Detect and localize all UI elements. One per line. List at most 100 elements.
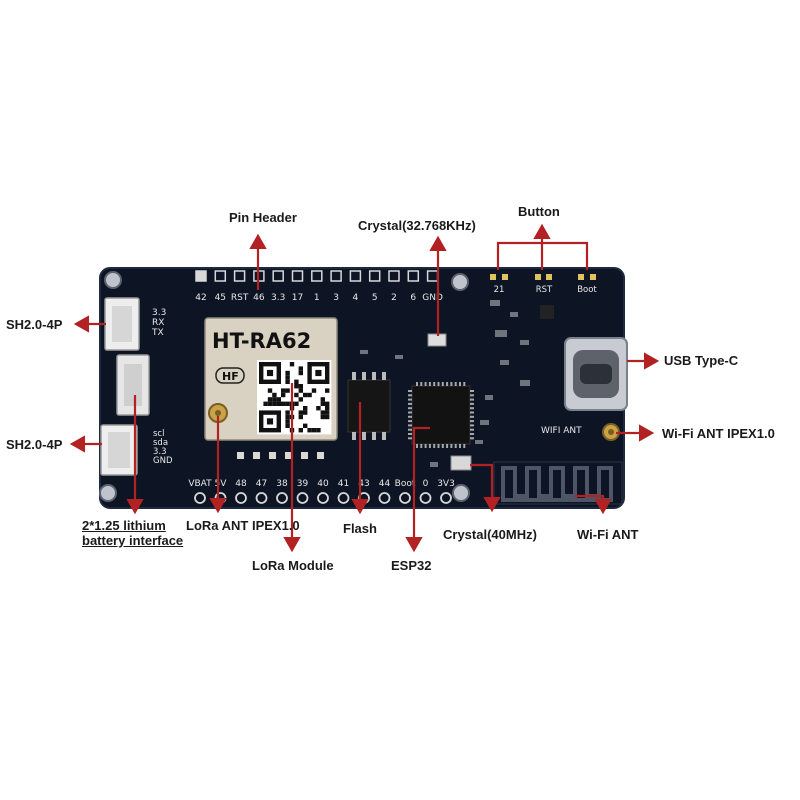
bottom-pin-label: Boot — [395, 479, 416, 489]
wifi-ant-silk: WIFI ANT — [541, 426, 582, 436]
arrow-wifi-ant — [575, 494, 612, 515]
mounting-hole — [104, 271, 122, 289]
mounting-hole — [99, 484, 117, 502]
bottom-pin-label: 5V — [215, 479, 228, 489]
i2c-label: GND — [153, 456, 173, 466]
arrow-crystal-40m — [470, 463, 501, 513]
top-pin-label: 1 — [314, 293, 320, 303]
bottom-pin-label: 47 — [256, 479, 267, 489]
top-pin-header — [195, 270, 439, 282]
bottom-pin-label: 3V3 — [437, 479, 455, 489]
pin-pad — [233, 270, 246, 282]
pin-pad — [378, 492, 391, 504]
i2c-label: scl — [153, 429, 164, 439]
callout-battery-line1: 2*1.25 lithium — [82, 518, 166, 533]
bottom-pin-label: 39 — [297, 479, 309, 489]
callout-usb-c: USB Type-C — [664, 353, 739, 368]
callout-sh-bottom: SH2.0-4P — [6, 437, 63, 452]
pin-pad — [419, 492, 432, 504]
top-pin-label: 4 — [353, 293, 359, 303]
callout-crystal-40m: Crystal(40MHz) — [443, 527, 537, 542]
top-pin-label: GND — [422, 293, 443, 303]
bottom-pin-label: 44 — [379, 479, 391, 489]
arrow-esp32 — [405, 426, 430, 553]
callout-button: Button — [518, 204, 560, 219]
top-pin-label: 2 — [391, 293, 397, 303]
top-pin-label: 17 — [292, 293, 303, 303]
button-pads — [490, 274, 596, 280]
module-badge-frame — [215, 367, 245, 384]
module-badge: HF — [222, 370, 239, 383]
pin-pad — [276, 492, 288, 504]
bottom-pin-label: 41 — [338, 479, 349, 489]
callout-lora-module: LoRa Module — [252, 558, 334, 573]
callout-flash: Flash — [343, 521, 377, 536]
callout-arrows — [69, 223, 660, 553]
callout-battery-line2: battery interface — [82, 533, 184, 548]
pin-pad — [296, 492, 309, 504]
pin-pad — [330, 270, 342, 282]
top-pin-label: 45 — [215, 293, 226, 303]
top-pin-label: 6 — [410, 293, 416, 303]
esp32-chip — [411, 385, 471, 445]
qr-code — [257, 360, 332, 435]
module-title: HT-RA62 — [212, 329, 311, 353]
pin-pad — [255, 492, 268, 504]
button-label: 21 — [494, 285, 505, 295]
pin-pad — [195, 270, 207, 282]
pin-pad — [272, 270, 284, 282]
pin-pad — [440, 492, 452, 504]
top-pin-label: 3 — [333, 293, 339, 303]
pin-pad — [407, 270, 420, 282]
top-pin-label: 42 — [195, 293, 206, 303]
pin-pad — [388, 270, 400, 282]
callout-sh-top: SH2.0-4P — [6, 317, 63, 332]
pin-pad — [291, 270, 304, 282]
i2c-label: 3.3 — [153, 447, 167, 457]
uart-label: TX — [151, 328, 164, 338]
pin-pad — [235, 492, 247, 504]
callout-crystal-32k: Crystal(32.768KHz) — [358, 218, 476, 233]
top-pin-label: 5 — [372, 293, 378, 303]
crystal-40m-component — [450, 455, 472, 471]
bottom-pin-label: 43 — [358, 479, 369, 489]
callout-wifi-ant: Wi-Fi ANT — [577, 527, 639, 542]
bottom-pin-label: 0 — [423, 479, 429, 489]
top-pin-label: RST — [231, 293, 249, 303]
pin-pad — [368, 270, 381, 282]
top-pin-label: 46 — [253, 293, 265, 303]
flash-chip — [347, 379, 391, 433]
bottom-pin-label: 38 — [276, 479, 288, 489]
pin-pad — [349, 270, 362, 282]
uart-label: RX — [152, 318, 164, 328]
callout-lora-ant: LoRa ANT IPEX1.0 — [186, 518, 300, 533]
pin-pad — [337, 492, 350, 504]
pin-pad — [194, 492, 206, 504]
callout-pin-header: Pin Header — [229, 210, 297, 225]
bottom-pin-label: 40 — [317, 479, 329, 489]
pin-pad — [214, 270, 227, 282]
wifi-pcb-antenna — [501, 466, 613, 502]
i2c-label: sda — [153, 438, 168, 448]
callout-wifi-ipex: Wi-Fi ANT IPEX1.0 — [662, 426, 775, 441]
pin-pad — [311, 270, 323, 282]
pin-pad — [317, 492, 329, 504]
smd-components — [360, 300, 554, 467]
uart-label: 3.3 — [152, 308, 166, 318]
callout-esp32: ESP32 — [391, 558, 432, 573]
mounting-hole — [451, 273, 469, 291]
bottom-pin-label: VBAT — [188, 479, 212, 489]
arrow-button-bracket — [496, 241, 589, 270]
button-label: Boot — [577, 285, 597, 295]
mounting-hole — [452, 484, 470, 502]
pin-pad — [399, 492, 411, 504]
top-pin-label: 3.3 — [271, 293, 285, 303]
bottom-pin-label: 48 — [235, 479, 247, 489]
